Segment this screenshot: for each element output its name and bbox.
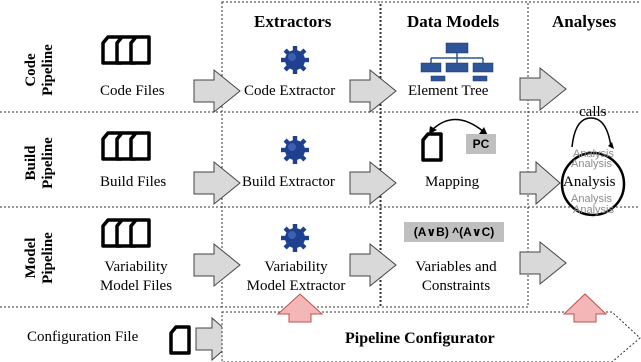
arrow-model-to-analysis-model — [519, 240, 567, 286]
build-extractor-label: Build Extractor — [242, 174, 335, 190]
pc-box: PC — [466, 134, 496, 154]
build-files-label: Build Files — [100, 174, 167, 190]
element-tree-label: Element Tree — [408, 83, 489, 99]
arrow-extractor-to-model-build — [349, 160, 397, 206]
gear-icon — [281, 46, 309, 74]
model-files-icon — [101, 218, 151, 248]
pipeline-configurator-label: Pipeline Configurator — [345, 330, 495, 347]
pipeline-configurator-box — [221, 311, 641, 362]
mapping-label: Mapping — [425, 174, 480, 190]
row-header-code: Code Pipeline — [23, 35, 59, 105]
arrow-model-to-analysis-build — [519, 160, 561, 206]
variables-and-constraints-line2: Constraints — [421, 278, 491, 294]
variability-model-files-label: Variability Model Files — [96, 258, 176, 296]
row-header-code-line2: Pipeline — [40, 44, 56, 96]
variability-model-files-line2: Model Files — [99, 278, 173, 294]
analysis-faded-2: Analysis — [571, 158, 612, 170]
variables-and-constraints-label: Variables and Constraints — [398, 258, 514, 296]
configuration-file-icon — [169, 325, 191, 355]
analysis-faded-1: Analysis — [573, 148, 614, 160]
variability-model-extractor-label: Variability Model Extractor — [236, 258, 356, 296]
calls-label: calls — [579, 104, 607, 120]
variability-model-extractor-line1: Variability — [264, 259, 328, 275]
code-extractor-label: Code Extractor — [244, 83, 336, 99]
variables-and-constraints-line1: Variables and — [415, 259, 497, 275]
element-tree-icon — [420, 42, 494, 82]
row-header-model-line1: Model — [23, 237, 39, 279]
arrow-files-to-extractor-model — [193, 242, 241, 288]
row-header-build-line2: Pipeline — [40, 137, 56, 189]
variability-model-extractor-line2: Model Extractor — [246, 278, 346, 294]
arrow-model-to-analysis-code — [519, 66, 567, 112]
analysis-center-label: Analysis — [563, 174, 616, 190]
analysis-faded-3: Analysis — [571, 193, 612, 205]
variability-model-files-line1: Variability — [104, 259, 168, 275]
arrow-extractor-to-model-model — [349, 242, 397, 288]
row-header-model-line2: Pipeline — [40, 232, 56, 284]
code-files-label: Code Files — [100, 83, 165, 99]
gear-icon — [281, 224, 309, 252]
row-header-build-line1: Build — [23, 145, 39, 181]
build-files-icon — [101, 131, 151, 161]
row-header-model: Model Pipeline — [23, 223, 59, 293]
column-header-extractors: Extractors — [254, 12, 332, 31]
arrow-files-to-extractor-code — [193, 68, 241, 114]
mapping-icon — [421, 118, 488, 162]
row-header-build: Build Pipeline — [23, 128, 59, 198]
configuration-file-label: Configuration File — [27, 329, 139, 345]
column-header-analyses: Analyses — [552, 12, 617, 31]
red-arrow-analyses — [562, 293, 608, 323]
code-files-icon — [101, 35, 151, 65]
config-up-arrows — [276, 293, 608, 323]
arrow-files-to-extractor-build — [193, 160, 241, 206]
formula-box: (A∨B) ^(A∨C) — [404, 222, 504, 242]
flow-arrows — [193, 66, 567, 362]
red-arrow-extractors — [276, 293, 324, 323]
analysis-cycle — [560, 117, 626, 217]
analysis-faded-4: Analysis — [573, 204, 614, 216]
gear-icon — [281, 136, 309, 164]
arrow-extractor-to-model-code — [349, 68, 397, 114]
row-header-code-line1: Code — [23, 53, 39, 87]
column-header-data-models: Data Models — [407, 12, 500, 31]
